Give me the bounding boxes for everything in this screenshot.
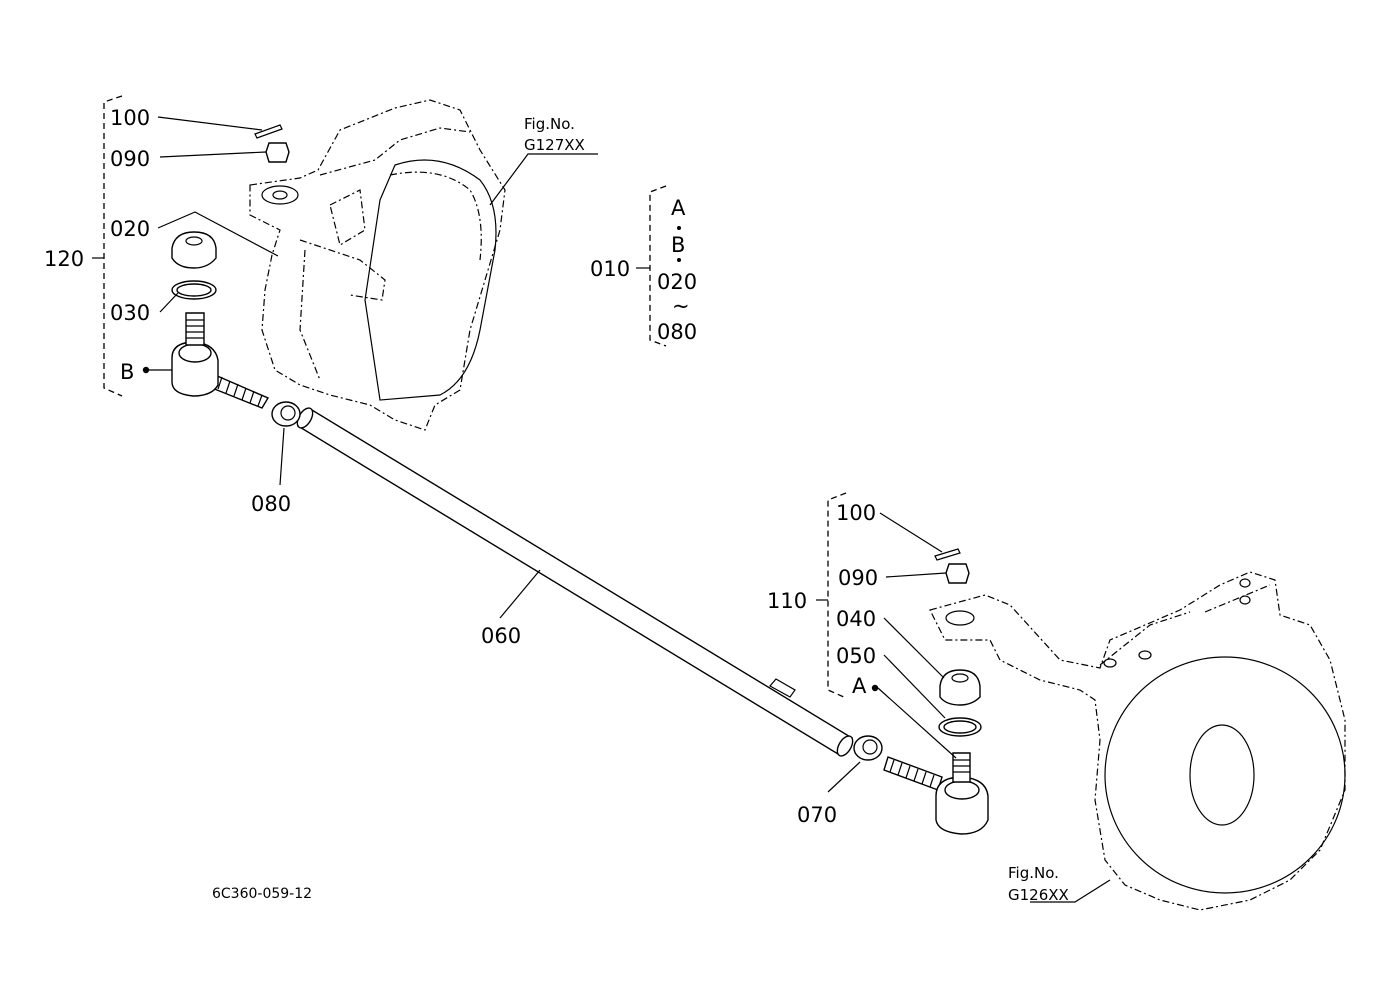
tie-rod-tube (296, 407, 854, 757)
bracket-110 (816, 492, 847, 699)
group-010-item-tilde: ~ (672, 294, 690, 318)
right-group-number: 110 (767, 589, 807, 613)
nut-left-label: 080 (251, 492, 291, 516)
fig-ref-top-line2: G127XX (524, 136, 585, 154)
right-part-100: 100 (836, 501, 876, 525)
right-part-090: 090 (838, 566, 878, 590)
knuckle-drawing (929, 571, 1346, 911)
group-010-item-b: B (671, 233, 685, 257)
bracket-010 (636, 185, 681, 347)
bracket-120 (92, 95, 123, 397)
document-code: 6C360-059-12 (212, 886, 312, 902)
group-010-item-020: 020 (657, 270, 697, 294)
tube-label: 060 (481, 624, 521, 648)
leader-lines (148, 116, 1111, 903)
right-part-040: 040 (836, 607, 876, 631)
left-tie-rod-end (171, 124, 301, 427)
steering-housing-drawing (249, 99, 506, 431)
right-tie-rod-end (853, 548, 989, 835)
left-part-030: 030 (110, 301, 150, 325)
left-group-number: 120 (44, 247, 84, 271)
left-ref-letter: B (120, 360, 134, 384)
right-ref-letter: A (852, 674, 867, 698)
fig-ref-bottom-line2: G126XX (1008, 886, 1069, 904)
group-010-number: 010 (590, 257, 630, 281)
ref-dot-b (142, 366, 150, 374)
nut-right-label: 070 (797, 803, 837, 827)
left-part-090: 090 (110, 147, 150, 171)
right-part-050: 050 (836, 644, 876, 668)
left-part-100: 100 (110, 106, 150, 130)
group-010-item-080: 080 (657, 320, 697, 344)
left-part-020: 020 (110, 217, 150, 241)
group-010-item-a: A (671, 196, 686, 220)
fig-ref-bottom-line1: Fig.No. (1008, 864, 1059, 882)
ref-dot-a (871, 684, 879, 692)
fig-ref-top-line1: Fig.No. (524, 115, 575, 133)
